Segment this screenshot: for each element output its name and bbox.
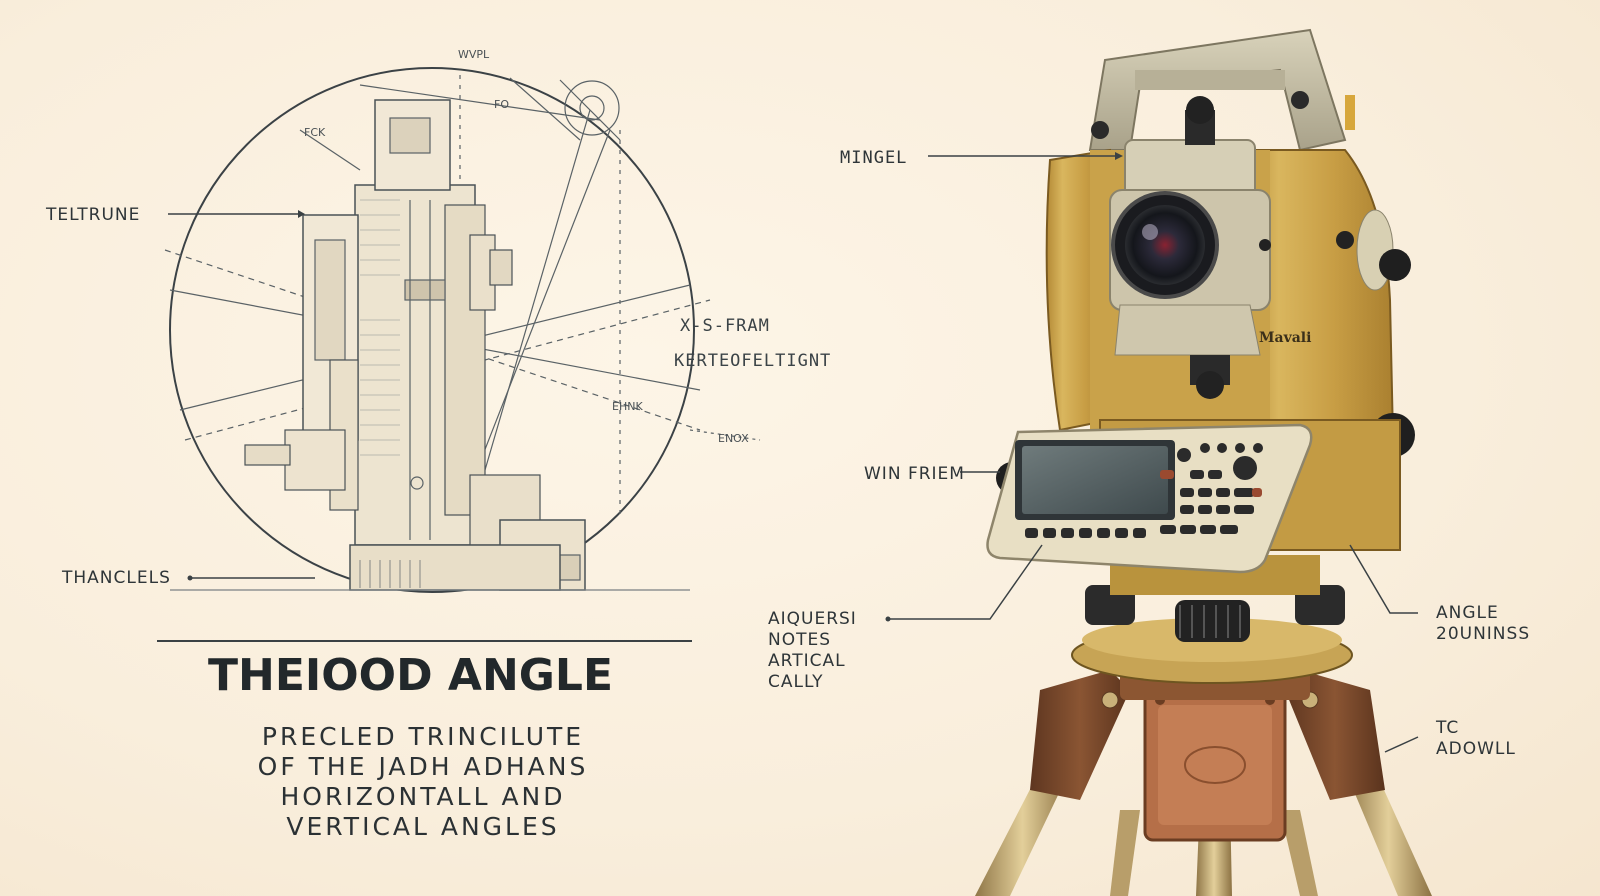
page-title: THEIOOD ANGLE <box>208 650 614 701</box>
control-panel <box>986 423 1313 574</box>
tripod-head <box>1030 670 1385 842</box>
subtitle-line: HORIZONTALL AND <box>280 782 566 811</box>
label-line: CALLY <box>768 672 824 692</box>
instrument-body <box>996 28 1415 551</box>
sketch-circle <box>169 67 695 593</box>
label-xs-fram: X-S-FRAM <box>680 316 770 336</box>
label-mingel: MINGEL <box>840 148 908 168</box>
label-tc: TC ADOWLL <box>1436 718 1516 760</box>
label-win-friem: WIN FRIEM <box>864 464 965 484</box>
label-line: ANGLE <box>1436 603 1499 623</box>
subtitle-line: OF THE JADH ADHANS <box>257 752 589 781</box>
label-fo: FO <box>494 98 509 111</box>
tribrach <box>1071 555 1353 684</box>
label-line: ADOWLL <box>1436 739 1516 759</box>
label-kerteofeltignt: KERTEOFELTIGNT <box>674 351 832 371</box>
label-thanclels: THANCLELS <box>62 568 171 588</box>
heading-divider <box>157 640 692 642</box>
label-line: TC <box>1436 718 1460 738</box>
label-angle: ANGLE 20UNINSS <box>1436 603 1530 645</box>
subtitle-line: PRECLED TRINCILUTE <box>261 722 585 751</box>
label-teltrune: TELTRUNE <box>46 205 141 225</box>
label-line: ARTICAL <box>768 651 846 671</box>
annotation-leaders <box>888 155 1419 753</box>
label-aiquersi: AIQUERSI NOTES ARTICAL CALLY <box>768 609 857 693</box>
label-line: AIQUERSI <box>768 609 857 629</box>
page-subtitle: PRECLED TRINCILUTE OF THE JADH ADHANS HO… <box>208 722 638 842</box>
label-line: 20UNINSS <box>1436 624 1531 644</box>
label-line: NOTES <box>768 630 832 650</box>
subtitle-line: VERTICAL ANGLES <box>286 812 560 841</box>
label-fck: FCK <box>304 126 326 139</box>
brand-logo: Mavali <box>1259 330 1312 346</box>
label-wvpl: WVPL <box>458 48 490 61</box>
label-enox: ENOX <box>718 432 749 445</box>
label-ehnk: EHNK <box>612 400 643 413</box>
